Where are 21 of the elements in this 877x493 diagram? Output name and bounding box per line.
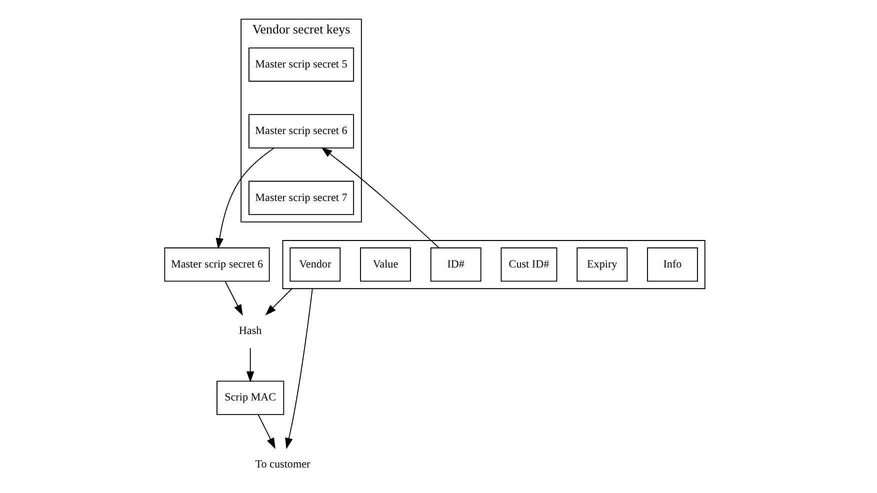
arrow [216, 148, 275, 250]
node-box: Scrip MAC [216, 380, 284, 415]
node-box: Master scrip secret 7 [248, 180, 354, 216]
node-box: Info [647, 247, 698, 282]
arrow [224, 281, 243, 316]
arrow [265, 288, 292, 316]
node-box: Expiry [576, 247, 628, 282]
node-text: Hash [238, 325, 262, 338]
node-box: Value [360, 247, 411, 282]
node-box: ID# [430, 247, 482, 282]
arrow [258, 414, 276, 450]
arrow [321, 147, 440, 248]
node-box: Master scrip secret 6 [164, 247, 270, 282]
node-box: Vendor [290, 247, 341, 282]
cluster [282, 240, 706, 290]
node-box: Cust ID# [500, 247, 558, 282]
node-box: Master scrip secret 6 [248, 114, 354, 148]
node-text: To customer [255, 458, 310, 470]
arrow [285, 288, 313, 450]
node-box: Master scrip secret 5 [248, 47, 354, 82]
arrow [246, 348, 254, 382]
